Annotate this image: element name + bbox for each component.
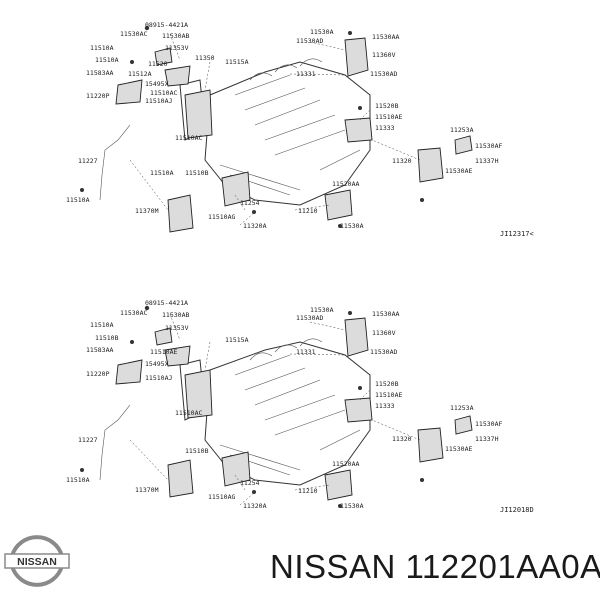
callout-label: 11510A [90,321,114,329]
callout-label: 11510AC [175,134,202,142]
nissan-logo: NISSAN [4,535,70,587]
engine-mount-diagram-top: 11530AC 08915-4421A 11530AB 11353V 11350… [66,21,534,238]
callout-label: 11210 [298,207,318,215]
callout-label: 11530AF [475,420,502,428]
callout-label: 11370M [135,486,159,494]
callout-label: 11530AD [370,348,397,356]
callout-label: 11510AJ [145,97,172,105]
callout-label: 11530AC [120,30,147,38]
mount-parts [80,305,473,508]
callout-label: 11254 [240,199,260,207]
callout-label: 11530AD [296,37,323,45]
callout-label: 11510B [185,169,209,177]
callout-label: 11530AE [445,445,472,453]
callout-label: 11510AC [150,89,177,97]
engine-mount-diagram-bottom: 11530AC 08915-4421A 11530AB 11353V 11510… [66,299,534,514]
figure-code: JI12018D [500,506,534,514]
callout-label: 11515A [225,336,249,344]
callout-label: 11220P [86,92,110,100]
callout-label: 11510A [66,196,90,204]
callout-label: 08915-4421A [145,21,188,29]
callout-label: 11254 [240,479,260,487]
callout-label: 11333 [375,402,395,410]
callout-label: 11510A [150,169,174,177]
callout-label: 11530A [310,28,334,36]
logo-wordmark: NISSAN [17,556,57,568]
callout-label: 11370M [135,207,159,215]
callout-label: 11353V [165,44,189,52]
callout-label: 11530AD [296,314,323,322]
callout-label: 11220P [86,370,110,378]
callout-label: 11320 [392,435,412,443]
callout-labels: 11530AC 08915-4421A 11530AB 11353V 11510… [66,299,502,510]
callout-label: 11333 [375,124,395,132]
callout-labels: 11530AC 08915-4421A 11530AB 11353V 11350… [66,21,502,230]
callout-label: 11331 [296,348,316,356]
callout-label: 11530AB [162,32,189,40]
callout-label: 11510A [66,476,90,484]
callout-label: 11337H [475,435,499,443]
callout-label: 15495X [145,80,169,88]
callout-label: 11510B [95,334,119,342]
mount-parts [80,25,473,233]
callout-label: 11520B [375,102,399,110]
engine-block-drawing [179,58,371,206]
callout-label: 11520AA [332,460,359,468]
callout-label: 11210 [298,487,318,495]
brand-name: NISSAN [270,548,396,585]
callout-label: 11530AA [372,310,399,318]
callout-label: 11350 [195,54,215,62]
callout-label: 08915-4421A [145,299,188,307]
callout-label: 11227 [78,157,98,165]
callout-label: 11253A [450,404,474,412]
part-number: 112201AA0A [405,548,600,585]
engine-block-drawing [179,338,371,486]
callout-label: 11337H [475,157,499,165]
figure-code: JI12317< [500,230,534,238]
callout-label: 11320 [392,157,412,165]
callout-label: 11520 [148,60,168,68]
callout-label: 11530AE [445,167,472,175]
callout-label: 11530A [310,306,334,314]
callout-label: 15495X [145,360,169,368]
callout-label: 11583AA [86,346,113,354]
callout-label: 11510AC [175,409,202,417]
callout-label: 11360V [372,51,396,59]
callout-label: 11510A [90,44,114,52]
callout-label: 11530AA [372,33,399,41]
callout-label: 11512A [128,70,152,78]
callout-label: 11510AE [375,113,402,121]
callout-label: 11583AA [86,69,113,77]
callout-label: 11530AB [162,311,189,319]
callout-label: 11510AG [208,213,235,221]
callout-label: 11510AG [208,493,235,501]
callout-label: 11515A [225,58,249,66]
part-title: NISSAN 112201AA0A [270,548,600,586]
callout-label: 11530AC [120,309,147,317]
callout-label: 11353V [165,324,189,332]
callout-label: 11530A [340,502,364,510]
callout-label: 11530A [340,222,364,230]
callout-label: 11510AE [375,391,402,399]
callout-label: 11510A [95,56,119,64]
callout-label: 11360V [372,329,396,337]
callout-label: 11510B [185,447,209,455]
callout-label: 11510AJ [145,374,172,382]
callout-label: 11520AA [332,180,359,188]
callout-label: 11520B [375,380,399,388]
callout-label: 11331 [296,70,316,78]
callout-label: 11530AF [475,142,502,150]
callout-label: 11320A [243,222,267,230]
callout-label: 11510AE [150,348,177,356]
callout-label: 11227 [78,436,98,444]
callout-label: 11530AD [370,70,397,78]
callout-label: 11320A [243,502,267,510]
callout-label: 11253A [450,126,474,134]
